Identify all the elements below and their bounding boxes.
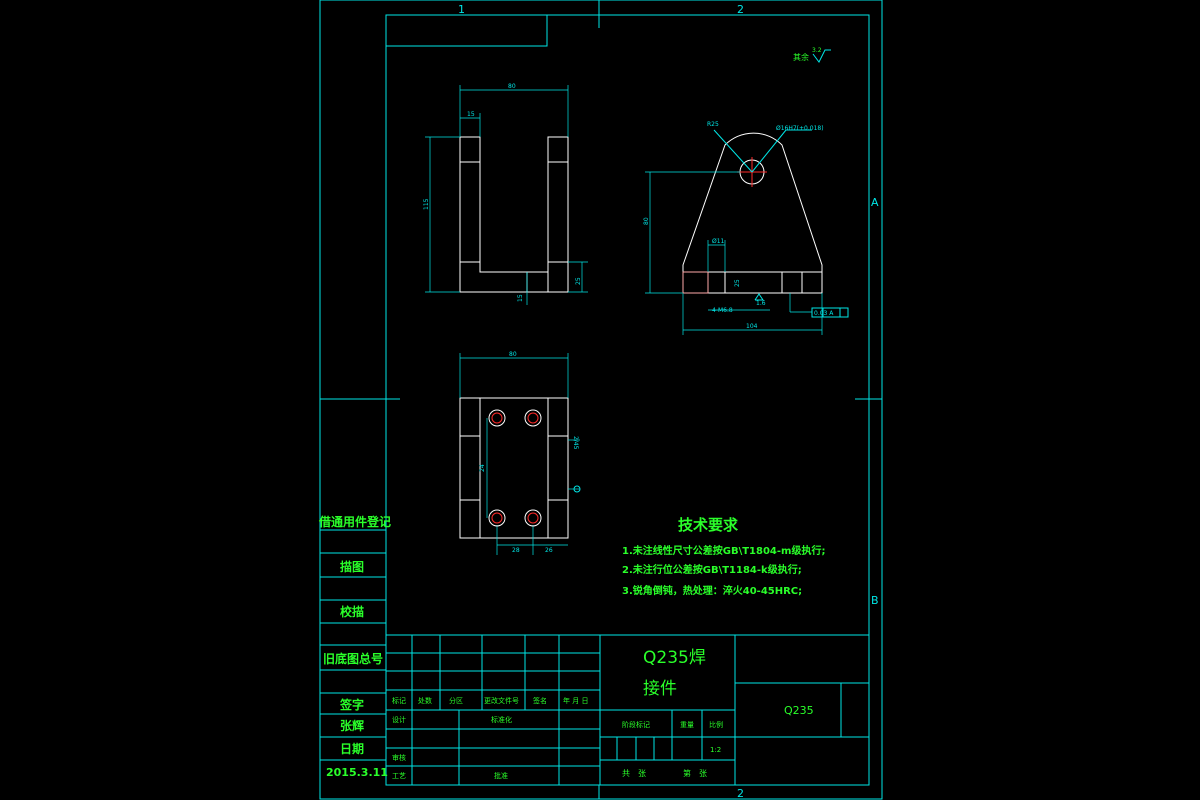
top-dim-spacing: 24 — [479, 464, 486, 472]
side-dim-hole: Ø16H7(+0.018) — [776, 125, 824, 132]
front-dim-base: 15 — [517, 294, 524, 302]
side-tolerance-box: 0.03 A — [814, 310, 834, 317]
side-date-label: 日期 — [340, 741, 364, 756]
zone-label-1: 1 — [458, 3, 465, 16]
zone-label-b: B — [871, 594, 879, 607]
col-signature: 签名 — [533, 696, 547, 705]
side-roughness-small: 1.6 — [756, 300, 766, 307]
label-scale: 比例 — [709, 720, 723, 729]
side-dim-25: 25 — [734, 279, 741, 287]
front-dim-width: 80 — [508, 83, 516, 90]
zone-label-2-bottom: 2 — [737, 787, 744, 800]
front-dim-height: 115 — [423, 198, 430, 210]
front-view — [425, 85, 588, 305]
tech-line-2: 2.未注行位公差按GB\T1184-k级执行; — [622, 563, 802, 576]
label-sheet-number: 第 张 — [683, 768, 707, 778]
roughness-symbol — [812, 49, 831, 63]
header-box — [386, 15, 548, 47]
tech-title: 技术要求 — [678, 516, 739, 534]
top-dim-x2: 26 — [545, 547, 553, 554]
inner-frame — [385, 14, 870, 786]
material: Q235 — [784, 704, 814, 717]
side-signer: 张辉 — [340, 718, 364, 733]
top-dim-width: 80 — [509, 351, 517, 358]
label-design: 设计 — [392, 715, 406, 724]
side-dim-height: 80 — [643, 217, 650, 225]
zone-label-a: A — [871, 196, 879, 209]
col-mark: 标记 — [392, 696, 406, 705]
side-check: 校描 — [340, 604, 364, 619]
label-process: 工艺 — [392, 772, 406, 780]
tech-line-3: 3.锐角倒钝，热处理：淬火40-45HRC; — [622, 584, 802, 597]
front-dim-wall: 15 — [467, 111, 475, 118]
top-dim-x1: 28 — [512, 547, 520, 554]
side-old-drawing: 旧底图总号 — [323, 651, 383, 666]
roughness-note: 其余 — [793, 52, 809, 62]
label-review: 审核 — [392, 753, 406, 762]
col-zone: 分区 — [449, 696, 463, 705]
label-standardize: 标准化 — [491, 715, 512, 724]
label-approve: 批准 — [494, 771, 508, 780]
front-dim-right: 25 — [575, 277, 582, 285]
side-sign: 签字 — [339, 697, 364, 712]
side-dim-small-hole: Ø11 — [712, 238, 725, 245]
label-weight: 重量 — [680, 721, 694, 729]
title-block-grid — [386, 634, 869, 785]
label-stage-mark: 阶段标记 — [622, 720, 650, 729]
top-view — [459, 353, 580, 555]
zone-label-2: 2 — [737, 3, 744, 16]
col-date: 年 月 日 — [563, 696, 588, 705]
col-count: 处数 — [418, 696, 432, 705]
side-date: 2015.3.11 — [326, 766, 388, 779]
col-change-doc: 更改文件号 — [484, 696, 519, 705]
label-total-sheets: 共 张 — [622, 769, 646, 778]
side-dim-radius: R25 — [707, 121, 719, 128]
tech-line-1: 1.未注线性尺寸公差按GB\T1804-m级执行; — [622, 544, 825, 557]
top-view-holes — [488, 409, 581, 527]
side-dim-width: 104 — [746, 323, 758, 330]
part-name-line-1: Q235焊 — [643, 648, 706, 668]
side-register: 借通用件登记 — [318, 514, 391, 529]
side-column-grid — [320, 529, 386, 761]
top-dim-angle: 2/45 — [572, 436, 579, 450]
side-view — [645, 129, 849, 335]
part-name-line-2: 接件 — [643, 679, 677, 699]
scale-value: 1:2 — [710, 746, 721, 754]
side-trace: 描图 — [340, 559, 364, 574]
roughness-value: 3.2 — [812, 47, 822, 54]
side-dim-thread: 4-M6.8 — [712, 307, 733, 314]
outer-frame — [319, 0, 883, 800]
